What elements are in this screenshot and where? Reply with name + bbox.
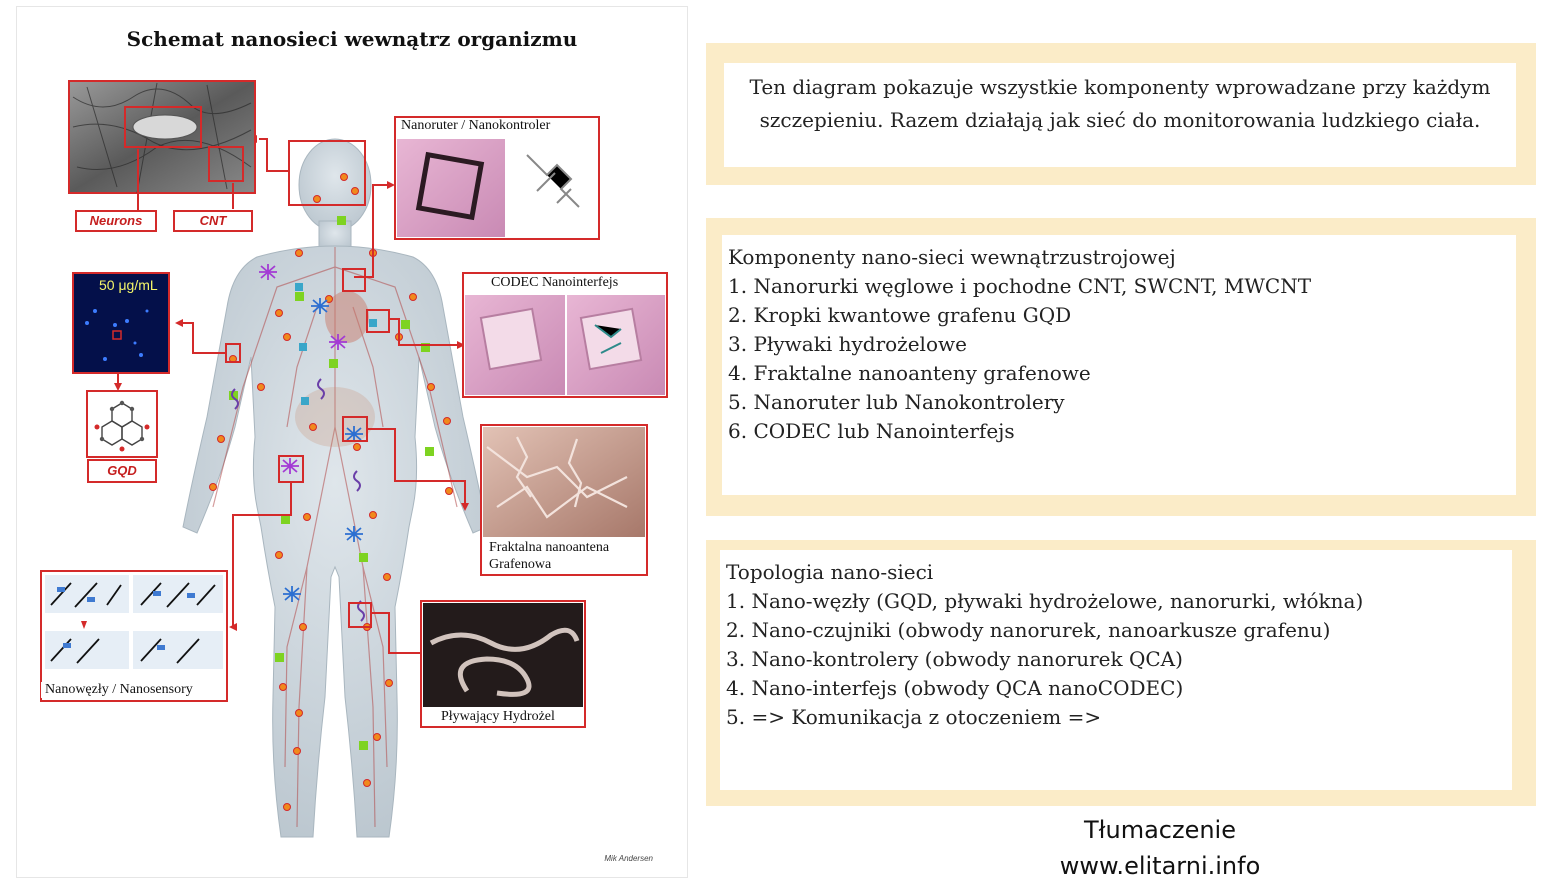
footer: Tłumaczenie www.elitarni.info xyxy=(1000,812,1320,884)
topology-item-4: 4. Nano-interfejs (obwody QCA nanoCODEC) xyxy=(726,676,1184,700)
graphene-squares xyxy=(229,216,434,750)
credit: Mik Andersen xyxy=(604,854,653,863)
components-list: Komponenty nano-sieci wewnątrzustrojowej… xyxy=(728,243,1311,446)
concentration-label: 50 μg/mL xyxy=(99,277,158,293)
gqd-molecule xyxy=(86,390,158,458)
website-link[interactable]: www.elitarni.info xyxy=(1059,852,1261,880)
components-item-5: 5. Nanoruter lub Nanokontrolery xyxy=(728,390,1065,414)
nanorouter-image xyxy=(394,116,600,240)
antenna-stars xyxy=(283,298,363,602)
neurons-micrograph xyxy=(68,80,256,217)
hydrogel-squiggles xyxy=(231,378,365,622)
topology-list: Topologia nano-sieci 1. Nano-węzły (GQD,… xyxy=(726,558,1363,732)
neurons-label: Neurons xyxy=(75,210,157,232)
nanonetwork-diagram: Schemat nanosieci wewnątrz organizmu xyxy=(16,6,688,878)
components-item-3: 3. Pływaki hydrożelowe xyxy=(728,332,967,356)
codec-squares xyxy=(295,283,377,405)
topology-item-3: 3. Nano-kontrolery (obwody nanorurek QCA… xyxy=(726,647,1183,671)
human-silhouette xyxy=(182,138,488,838)
components-item-1: 1. Nanorurki węglowe i pochodne CNT, SWC… xyxy=(728,274,1312,298)
cnt-label: CNT xyxy=(173,210,253,232)
topology-item-1: 1. Nano-węzły (GQD, pływaki hydrożelowe,… xyxy=(726,589,1364,613)
intro-panel: Ten diagram pokazuje wszystkie komponent… xyxy=(706,43,1536,185)
diagram-title: Schemat nanosieci wewnątrz organizmu xyxy=(126,27,578,51)
nanoruter-label: Nanoruter / Nanokontroler xyxy=(397,118,555,134)
components-item-2: 2. Kropki kwantowe grafenu GQD xyxy=(728,303,1072,327)
translation-label: Tłumaczenie xyxy=(1084,816,1236,844)
hydrogel-image xyxy=(420,600,586,728)
nanosensor-label: Nanowęzły / Nanosensory xyxy=(41,682,197,698)
topology-item-2: 2. Nano-czujniki (obwody nanorurek, nano… xyxy=(726,618,1331,642)
components-panel: Komponenty nano-sieci wewnątrzustrojowej… xyxy=(706,218,1536,516)
hydrogel-label: Pływający Hydrożel xyxy=(437,709,559,725)
router-stars xyxy=(259,264,347,474)
components-heading: Komponenty nano-sieci wewnątrzustrojowej xyxy=(728,245,1176,269)
nanosensor-image xyxy=(40,570,228,702)
gqd-label: GQD xyxy=(87,459,157,483)
codec-label: CODEC Nanointerfejs xyxy=(487,275,623,291)
topology-panel: Topologia nano-sieci 1. Nano-węzły (GQD,… xyxy=(706,540,1536,806)
fluorescence-image xyxy=(72,272,170,374)
topology-item-5: 5. => Komunikacja z otoczeniem => xyxy=(726,705,1102,729)
fractal-antenna-label: Fraktalna nanoantena Grafenowa xyxy=(485,539,643,573)
codec-image xyxy=(462,272,668,398)
components-item-4: 4. Fraktalne nanoanteny grafenowe xyxy=(728,361,1091,385)
components-item-6: 6. CODEC lub Nanointerfejs xyxy=(728,419,1015,443)
topology-heading: Topologia nano-sieci xyxy=(726,560,934,584)
body-illustration xyxy=(40,80,668,838)
intro-text: Ten diagram pokazuje wszystkie komponent… xyxy=(749,75,1491,132)
